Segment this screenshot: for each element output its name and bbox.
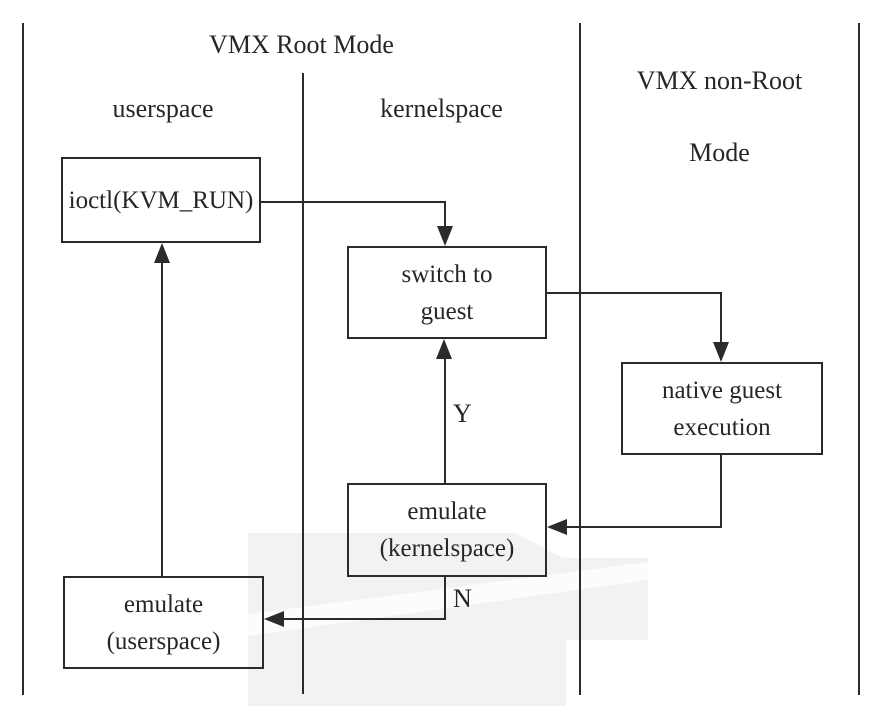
node-native-guest-execution-line1: native guest: [661, 376, 783, 404]
node-switch-to-guest-line1: switch to: [401, 260, 493, 288]
edge-emulate-user-to-ioctl-vertical: [161, 263, 163, 576]
node-ioctl-kvm-run: ioctl(KVM_RUN): [61, 157, 261, 243]
edge-switch-to-native-vertical: [720, 292, 722, 344]
userspace-kernelspace-divider-line: [302, 73, 304, 694]
node-emulate-userspace-line1: emulate: [123, 590, 204, 618]
edge-ioctl-to-switch-vertical: [444, 201, 446, 228]
edge-label-no: N: [453, 584, 472, 613]
edge-label-yes: Y: [453, 399, 472, 428]
left-border-line: [22, 23, 24, 695]
region-title-vmx-non-root-line2: Mode: [689, 138, 750, 167]
arrowhead-left-into-emulate-user-icon: [264, 611, 284, 627]
node-emulate-kernelspace-line1: emulate: [407, 498, 487, 525]
arrowhead-up-into-ioctl-icon: [154, 243, 170, 263]
edge-native-to-emulate-kernel-vertical: [720, 455, 722, 527]
node-switch-to-guest: switch to guest: [347, 246, 547, 339]
arrowhead-up-into-switch-icon: [436, 339, 452, 359]
node-ioctl-kvm-run-label: ioctl(KVM_RUN): [68, 186, 254, 214]
column-title-userspace: userspace: [112, 94, 214, 123]
node-emulate-kernelspace-line2: (kernelspace): [379, 535, 515, 562]
edge-native-to-emulate-kernel-horizontal: [567, 526, 722, 528]
root-nonroot-divider-line: [579, 23, 581, 695]
region-title-vmx-non-root-mode: VMX non-Root Mode: [580, 27, 859, 207]
node-emulate-kernelspace: emulate (kernelspace): [347, 483, 547, 577]
node-native-guest-execution: native guest execution: [621, 362, 823, 455]
right-border-line: [858, 23, 860, 695]
edge-emulate-kernel-to-user-horizontal: [284, 618, 446, 620]
region-title-vmx-root-mode: VMX Root Mode: [209, 30, 394, 59]
node-emulate-userspace-line2: (userspace): [106, 627, 221, 655]
arrowhead-down-into-native-icon: [713, 342, 729, 362]
node-native-guest-execution-line2: execution: [673, 413, 771, 441]
node-switch-to-guest-line2: guest: [420, 297, 474, 325]
arrowhead-left-into-emulate-kernel-icon: [547, 519, 567, 535]
region-title-vmx-non-root-line1: VMX non-Root: [636, 66, 803, 95]
edge-switch-to-native-horizontal: [547, 292, 722, 294]
column-title-kernelspace: kernelspace: [380, 94, 503, 123]
edge-emulate-kernel-to-switch-vertical: [444, 359, 446, 483]
edge-emulate-kernel-to-user-vertical: [444, 577, 446, 619]
edge-ioctl-to-switch-horizontal: [261, 201, 446, 203]
node-emulate-userspace: emulate (userspace): [63, 576, 264, 669]
arrowhead-down-into-switch-icon: [437, 226, 453, 246]
